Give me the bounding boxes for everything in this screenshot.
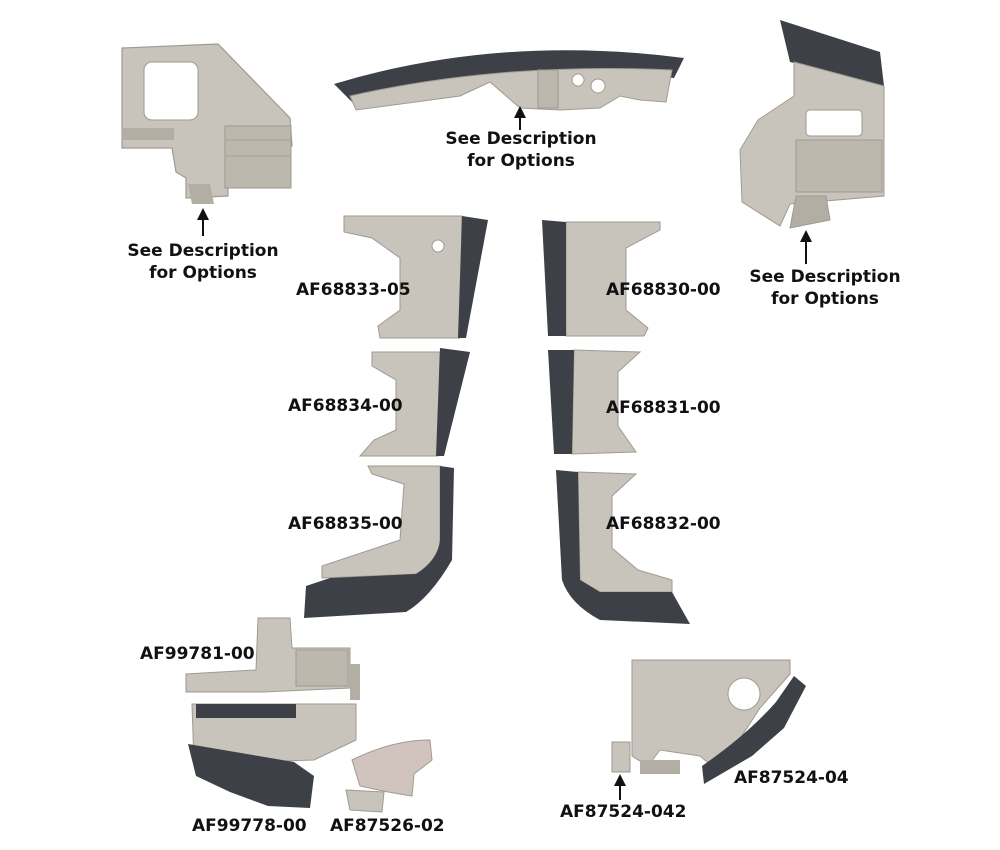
part-af68835-00 — [304, 465, 454, 618]
part-af68834-00 — [358, 348, 470, 457]
label-af99781-00: AF99781-00 — [140, 644, 255, 664]
part-af68832-00 — [556, 470, 690, 624]
part-af68833-05 — [343, 215, 488, 339]
label-af87526-02: AF87526-02 — [330, 816, 445, 836]
label-af99778-00: AF99778-00 — [192, 816, 307, 836]
label-af87524-042: AF87524-042 — [560, 802, 687, 822]
label-af68830-00: AF68830-00 — [606, 280, 721, 300]
description-note-left: See Description for Options — [118, 240, 288, 284]
label-af68831-00: AF68831-00 — [606, 398, 721, 418]
label-af68833-05: AF68833-05 — [296, 280, 411, 300]
description-note-center-line1: See Description — [445, 129, 597, 149]
description-note-right: See Description for Options — [740, 266, 910, 310]
part-af87524-04 — [631, 659, 806, 784]
part-af99778-00 — [188, 703, 357, 808]
part-af99781-00 — [185, 617, 360, 700]
part-af87524-042 — [611, 741, 631, 773]
part-af87526-02 — [345, 739, 433, 813]
description-note-right-line1: See Description — [749, 267, 901, 287]
top-left-baffle-part — [121, 43, 293, 204]
description-note-center: See Description for Options — [436, 128, 606, 172]
part-af68830-00 — [542, 220, 661, 337]
description-note-left-line1: See Description — [127, 241, 279, 261]
label-af68835-00: AF68835-00 — [288, 514, 403, 534]
label-af68832-00: AF68832-00 — [606, 514, 721, 534]
label-af68834-00: AF68834-00 — [288, 396, 403, 416]
label-af87524-04: AF87524-04 — [734, 768, 849, 788]
part-af68831-00 — [548, 349, 642, 455]
top-right-baffle-part — [739, 20, 885, 229]
description-note-center-line2: for Options — [467, 151, 575, 172]
description-note-right-line2: for Options — [771, 289, 879, 310]
top-center-baffle-part — [334, 50, 684, 111]
description-note-left-line2: for Options — [149, 263, 257, 284]
